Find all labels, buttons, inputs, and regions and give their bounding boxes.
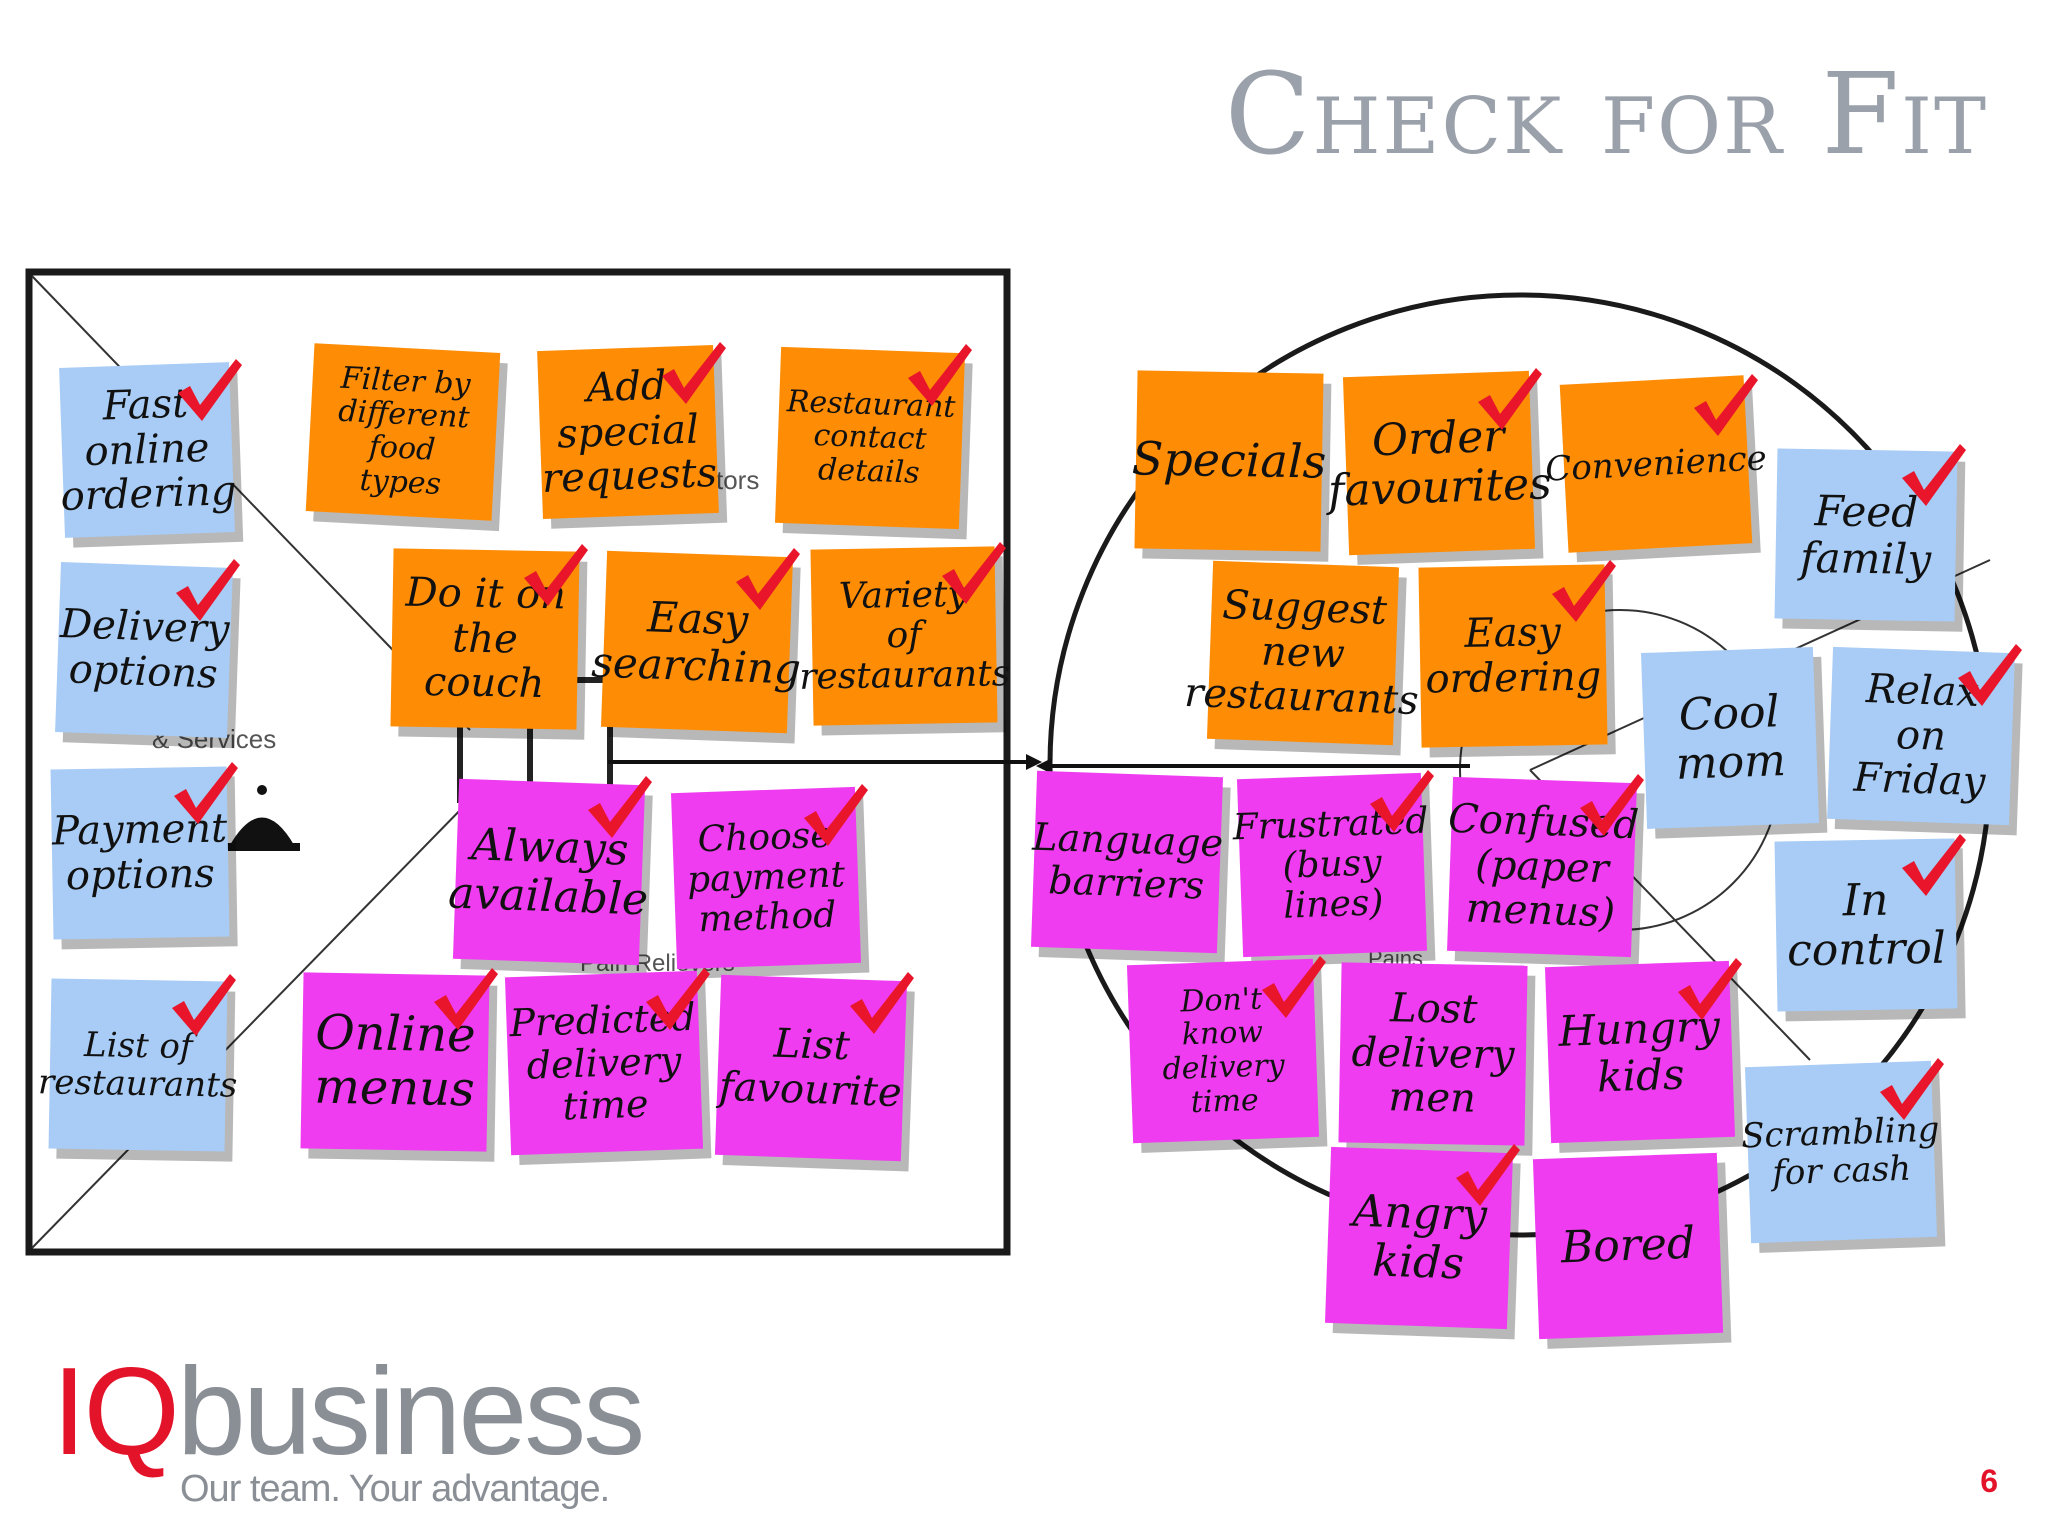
sticky-note-text: In control	[1786, 874, 1947, 977]
sticky-note-text: Frustrated (busy lines)	[1232, 800, 1430, 927]
page-number: 6	[1980, 1463, 1998, 1499]
sticky-note-text: List favourite	[718, 1020, 903, 1117]
sticky-note: Suggest new restaurants	[1184, 560, 1419, 746]
sticky-note: Filter by different food types	[305, 343, 501, 521]
sticky-note-text: Choose payment method	[686, 814, 846, 941]
sticky-note-text: Online menus	[313, 1004, 477, 1118]
sticky-note-text: Confused (paper menus)	[1447, 795, 1640, 937]
sticky-note-text: Cool mom	[1675, 686, 1787, 790]
sticky-note-text: Do it on the couch	[405, 569, 567, 708]
sticky-note-text: Feed family	[1799, 486, 1932, 585]
sticky-note: Specials	[1131, 370, 1327, 552]
sticky-note: Easy searching	[591, 550, 802, 734]
sticky-note: Fast online ordering	[59, 362, 238, 538]
sticky-note-text: Variety of restaurants	[798, 573, 1011, 698]
sticky-note-text: Predicted delivery time	[508, 994, 697, 1129]
sticky-note-text: Filter by different food types	[337, 360, 472, 502]
sticky-note-text: Add special requests	[541, 362, 718, 503]
sticky-note: List favourite	[714, 974, 908, 1162]
sticky-note: Scrambling for cash	[1741, 1060, 1940, 1244]
sticky-note: Do it on the couch	[390, 548, 580, 730]
sticky-note-text: Scrambling for cash	[1740, 1109, 1941, 1194]
sticky-note-text: Order favourites	[1327, 410, 1553, 517]
sticky-note: Frustrated (busy lines)	[1232, 772, 1429, 958]
sticky-note: In control	[1774, 838, 1958, 1012]
sticky-note-text: Convenience	[1544, 438, 1768, 490]
page-title: Check for Fit	[1224, 50, 1988, 180]
sticky-note-text: Suggest new restaurants	[1183, 581, 1420, 725]
iqbusiness-logo: IQbusiness Our team. Your advantage.	[52, 1350, 645, 1511]
sticky-note-text: Language barriers	[1031, 815, 1224, 908]
sticky-note: Cool mom	[1640, 647, 1820, 829]
sticky-note-text: Easy searching	[590, 592, 802, 694]
sticky-note: Feed family	[1774, 448, 1958, 622]
sticky-note-text: Don't know delivery time	[1161, 981, 1286, 1120]
sticky-note: Lost delivery men	[1338, 962, 1528, 1146]
sticky-note-text: Specials	[1131, 431, 1327, 489]
sticky-note: Don't know delivery time	[1126, 958, 1320, 1144]
sticky-note: Relax on Friday	[1827, 646, 2015, 826]
sticky-note: Delivery options	[55, 562, 233, 738]
sticky-note: Online menus	[300, 972, 490, 1152]
logo-business: business	[176, 1343, 645, 1481]
sticky-note-text: Easy ordering	[1425, 609, 1602, 703]
sticky-note-text: Angry kids	[1351, 1185, 1488, 1290]
sticky-note-text: Hungry kids	[1557, 1001, 1721, 1102]
bell-icon	[224, 785, 300, 851]
sticky-note: Order favourites	[1327, 370, 1552, 556]
sticky-note-text: Lost delivery men	[1351, 985, 1515, 1123]
sticky-note-text: Bored	[1560, 1218, 1696, 1274]
sticky-note: Convenience	[1544, 375, 1768, 553]
sticky-note-text: Relax on Friday	[1852, 665, 1987, 806]
sticky-note: Language barriers	[1030, 770, 1224, 954]
logo-iq: IQ	[52, 1343, 180, 1481]
sticky-note: List of restaurants	[38, 978, 238, 1152]
sticky-note: Easy ordering	[1418, 564, 1608, 748]
sticky-note: Confused (paper menus)	[1447, 776, 1640, 958]
sticky-note-text: Restaurant contact details	[786, 383, 957, 491]
label-gain-creators: tors	[716, 465, 760, 495]
sticky-note: Always available	[447, 778, 649, 966]
sticky-note-text: Always available	[447, 819, 649, 926]
sticky-note: Restaurant contact details	[774, 346, 966, 530]
sticky-note: Angry kids	[1324, 1146, 1514, 1330]
sticky-note: Hungry kids	[1544, 960, 1736, 1144]
sticky-note: Add special requests	[537, 344, 719, 520]
sticky-note: Payment options	[50, 766, 230, 940]
logo-tagline: Our team. Your advantage.	[180, 1468, 610, 1510]
sticky-note: Variety of restaurants	[799, 546, 1010, 726]
sticky-note-text: List of restaurants	[37, 1024, 238, 1106]
sticky-note-text: Fast online ordering	[59, 380, 238, 521]
sticky-note: Predicted delivery time	[504, 970, 704, 1156]
sticky-note-text: Delivery options	[59, 601, 231, 698]
sticky-note: Bored	[1532, 1152, 1724, 1340]
sticky-note: Choose payment method	[670, 786, 862, 970]
fit-connector	[608, 754, 1470, 774]
sticky-note-text: Payment options	[51, 805, 228, 900]
